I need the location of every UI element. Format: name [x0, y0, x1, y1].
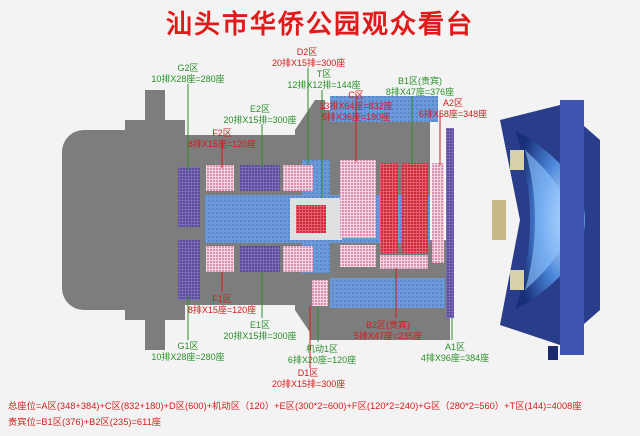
a2-name: A2区	[442, 98, 463, 108]
t-detail: 12排X12排=144座	[287, 80, 361, 90]
g2-zone-seats	[178, 167, 200, 227]
e2-zone-label: E2区 20排X15排=300座	[222, 104, 298, 126]
g2-detail: 10排X28座=280座	[151, 74, 225, 84]
a2-detail: 6排X58座=348座	[418, 109, 488, 119]
g1-detail: 10排X28座=280座	[151, 352, 225, 362]
a1-detail: 4排X96座=384座	[420, 353, 490, 363]
a2-zone-seats	[432, 163, 444, 263]
b2-detail: 5排X47座=235座	[353, 331, 423, 341]
f1-zone-label: F1区 8排X15座=120座	[186, 294, 258, 316]
g1-name: G1区	[177, 341, 199, 351]
t-zone-label: T区 12排X12排=144座	[284, 69, 364, 91]
b2-zone-label: B2区(贵宾) 5排X47座=235座	[350, 320, 426, 342]
b2-name: B2区(贵宾)	[365, 320, 410, 330]
d1-detail: 20排X15排=300座	[272, 379, 346, 389]
a1-name: A1区	[444, 342, 465, 352]
jd1-detail: 6排X20座=120座	[287, 355, 357, 365]
a1-zone-label: A1区 4排X96座=384座	[420, 342, 490, 364]
b2-zone-seats	[380, 255, 428, 269]
f2-name: F2区	[212, 128, 232, 138]
c-zone-label: C区 13排X64座=832座 5排X36座=180座	[318, 90, 394, 123]
b1-detail: 8排X47座=376座	[385, 87, 455, 97]
b1-zone-label: B1区(贵宾) 8排X47座=376座	[385, 76, 455, 98]
f1-zone-seats	[206, 246, 234, 272]
a1-zone-seats	[446, 128, 454, 318]
f2-detail: 8排X15座=120座	[187, 139, 257, 149]
lower-band	[330, 278, 445, 308]
d1-zone-seats	[283, 246, 313, 272]
e2-detail: 20排X15排=300座	[223, 115, 297, 125]
dome-structure	[492, 100, 600, 360]
total-seats-summary: 总座位=A区(348+384)+C区(832+180)+D区(600)+机动区（…	[8, 401, 582, 411]
f1-name: F1区	[212, 294, 232, 304]
d2-name: D2区	[296, 47, 318, 57]
e1-zone-label: E1区 20排X15排=300座	[222, 320, 298, 342]
d2-zone-label: D2区 20排X15排=300座	[272, 47, 346, 69]
e1-detail: 20排X15排=300座	[223, 331, 297, 341]
f2-zone-label: F2区 8排X15座=120座	[186, 128, 258, 150]
g2-zone-label: G2区 10排X28座=280座	[145, 63, 231, 85]
upper-band	[330, 96, 438, 122]
g1-zone-label: G1区 10排X28座=280座	[145, 341, 231, 363]
d2-detail: 20排X15排=300座	[272, 58, 346, 68]
b1-zone-seats-2	[402, 163, 428, 253]
e2-zone-seats	[240, 165, 280, 191]
b1-name: B1区(贵宾)	[397, 76, 442, 86]
t-name: T区	[316, 69, 332, 79]
vip-seats-summary: 贵宾位=B1区(376)+B2区(235)=611座	[8, 417, 162, 427]
c-detail-1: 13排X64座=832座	[319, 101, 393, 111]
c-detail-2: 5排X36座=180座	[321, 112, 391, 122]
g2-name: G2区	[177, 63, 199, 73]
d1-zone-label: D1区 20排X15排=300座	[272, 368, 346, 390]
e1-zone-seats	[240, 246, 280, 272]
e1-name: E1区	[249, 320, 270, 330]
d1-name: D1区	[297, 368, 319, 378]
b1-zone-seats	[380, 163, 398, 253]
page-title: 汕头市华侨公园观众看台	[165, 10, 474, 40]
a2-zone-label: A2区 6排X58座=348座	[418, 98, 488, 120]
e2-name: E2区	[249, 104, 270, 114]
jd1-zone-label: 机动1区 6排X20座=120座	[286, 344, 358, 366]
g1-zone-seats	[178, 240, 200, 300]
f1-detail: 8排X15座=120座	[187, 305, 257, 315]
t-zone-seats	[296, 205, 326, 233]
jd1-zone-seats	[312, 280, 328, 306]
d2-zone-seats	[283, 165, 313, 191]
leader-lines	[187, 68, 453, 368]
c-zone-seats-lower	[340, 245, 376, 267]
c-name: C区	[348, 90, 364, 100]
jd1-name: 机动1区	[305, 344, 338, 354]
f2-zone-seats	[206, 165, 234, 191]
c-zone-seats-left	[340, 160, 376, 238]
